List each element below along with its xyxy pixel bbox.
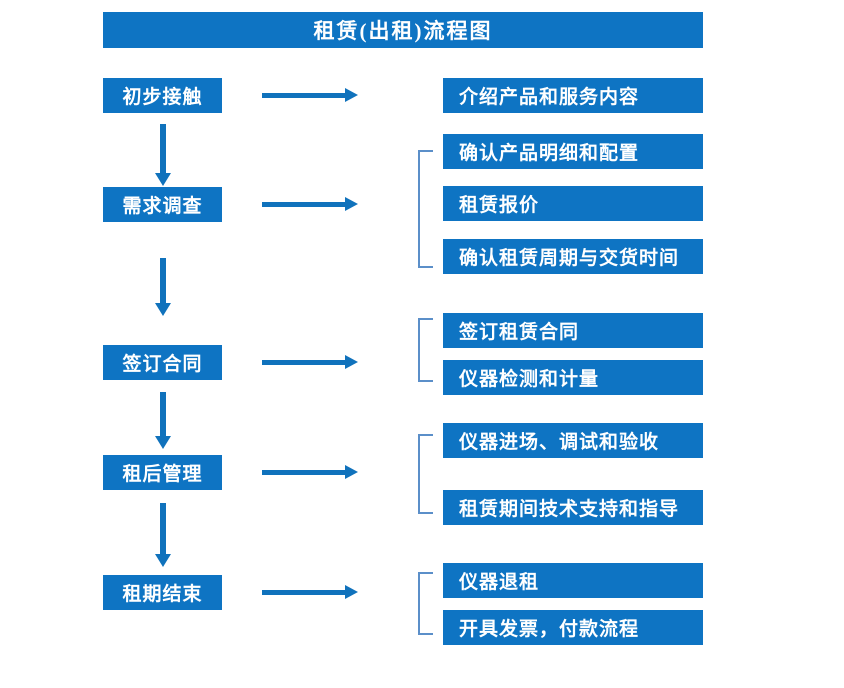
group-bracket-2 [418, 318, 433, 382]
bracket-stub-top [418, 572, 433, 574]
bracket-stub-bottom [418, 266, 433, 268]
vertical-arrow-3 [155, 392, 171, 449]
arrow-head-icon [345, 88, 358, 102]
group-bracket-1 [418, 150, 433, 268]
detail-box-5[interactable]: 签订租赁合同 [443, 313, 703, 348]
arrow-head-icon [345, 355, 358, 369]
arrow-shaft [160, 392, 166, 436]
arrow-shaft [262, 470, 347, 475]
detail-box-7[interactable]: 仪器进场、调试和验收 [443, 423, 703, 458]
group-bracket-3 [418, 434, 433, 514]
arrow-head-icon [345, 465, 358, 479]
bracket-stub-top [418, 318, 433, 320]
stage-box-4[interactable]: 租后管理 [103, 455, 222, 490]
horizontal-arrow-3 [262, 355, 358, 369]
detail-box-4[interactable]: 确认租赁周期与交货时间 [443, 239, 703, 274]
vertical-arrow-4 [155, 503, 171, 567]
arrow-head-icon [345, 197, 358, 211]
arrow-shaft [160, 124, 166, 173]
arrow-head-icon [155, 436, 171, 449]
stage-box-3[interactable]: 签订合同 [103, 345, 222, 380]
arrow-head-icon [155, 554, 171, 567]
bracket-stub-top [418, 434, 433, 436]
group-bracket-4 [418, 572, 433, 635]
detail-box-9[interactable]: 仪器退租 [443, 563, 703, 598]
horizontal-arrow-5 [262, 585, 358, 599]
bracket-stub-bottom [418, 380, 433, 382]
arrow-head-icon [345, 585, 358, 599]
page-title: 租赁(出租)流程图 [103, 12, 703, 48]
detail-box-6[interactable]: 仪器检测和计量 [443, 360, 703, 395]
arrow-head-icon [155, 303, 171, 316]
bracket-stub-bottom [418, 512, 433, 514]
bracket-stub-bottom [418, 633, 433, 635]
detail-box-10[interactable]: 开具发票，付款流程 [443, 610, 703, 645]
horizontal-arrow-4 [262, 465, 358, 479]
bracket-spine [418, 318, 420, 382]
horizontal-arrow-2 [262, 197, 358, 211]
detail-box-3[interactable]: 租赁报价 [443, 186, 703, 221]
detail-box-8[interactable]: 租赁期间技术支持和指导 [443, 490, 703, 525]
arrow-shaft [262, 93, 347, 98]
arrow-shaft [262, 590, 347, 595]
horizontal-arrow-1 [262, 88, 358, 102]
arrow-shaft [160, 258, 166, 303]
vertical-arrow-1 [155, 124, 171, 186]
vertical-arrow-2 [155, 258, 171, 316]
detail-box-2[interactable]: 确认产品明细和配置 [443, 134, 703, 169]
arrow-shaft [262, 360, 347, 365]
arrow-shaft [160, 503, 166, 554]
stage-box-2[interactable]: 需求调查 [103, 187, 222, 222]
bracket-spine [418, 150, 420, 268]
detail-box-1[interactable]: 介绍产品和服务内容 [443, 78, 703, 113]
bracket-spine [418, 572, 420, 635]
arrow-head-icon [155, 173, 171, 186]
stage-box-1[interactable]: 初步接触 [103, 78, 222, 113]
stage-box-5[interactable]: 租期结束 [103, 575, 222, 610]
bracket-stub-top [418, 150, 433, 152]
bracket-spine [418, 434, 420, 514]
arrow-shaft [262, 202, 347, 207]
